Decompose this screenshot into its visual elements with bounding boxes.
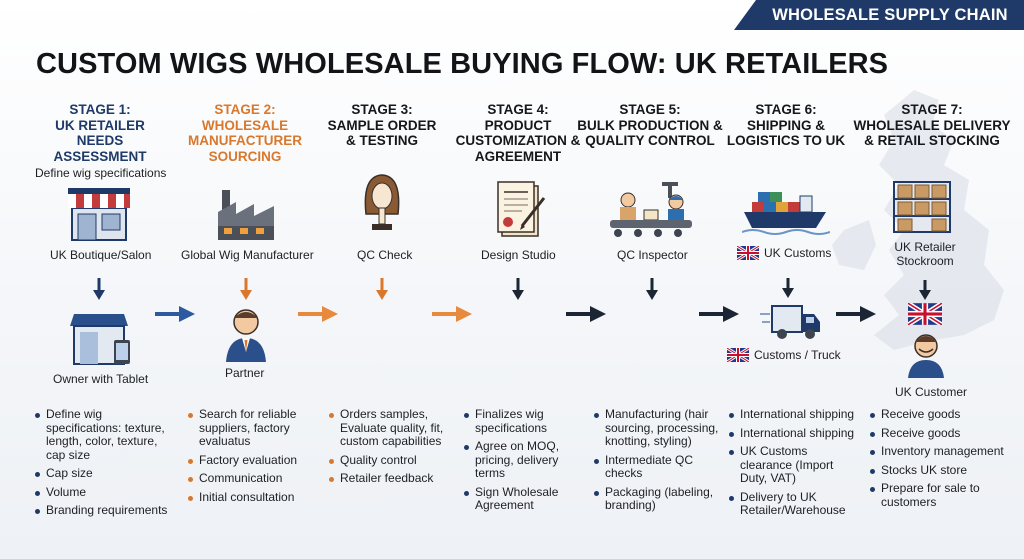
flow-arrow-2	[298, 306, 338, 322]
stage-2-name: WHOLESALE MANUFACTURER SOURCING	[188, 117, 302, 164]
stage-5-number: STAGE 5:	[619, 102, 681, 117]
stage-1-bullets: Define wig specifications: texture, leng…	[35, 407, 173, 523]
list-item: Receive goods	[870, 407, 1010, 422]
list-item: Quality control	[329, 453, 449, 468]
stage-3-label-1: QC Check	[357, 248, 413, 262]
stage-1-down-arrow	[93, 278, 105, 300]
list-item: Branding requirements	[35, 503, 173, 518]
stage-3-bullets: Orders samples, Evaluate quality, fit, c…	[329, 407, 449, 491]
cargo-ship-icon	[742, 192, 830, 235]
stage-3-header: STAGE 3: SAMPLE ORDER & TESTING	[307, 102, 457, 149]
stage-3-number: STAGE 3:	[351, 102, 413, 117]
list-item: Factory evaluation	[188, 453, 306, 468]
stage-7-number: STAGE 7:	[901, 102, 963, 117]
list-item: Retailer feedback	[329, 471, 449, 486]
flow-arrow-6	[836, 306, 876, 322]
stage-7-header: STAGE 7: WHOLESALE DELIVERY & RETAIL STO…	[852, 102, 1012, 149]
stage-6-customs: UK Customs	[737, 246, 831, 260]
list-item: Volume	[35, 485, 173, 500]
flow-arrow-4	[566, 306, 606, 322]
list-item: Finalizes wig specifications	[464, 407, 574, 435]
boutique-shop-icon	[68, 188, 130, 241]
list-item: Communication	[188, 471, 306, 486]
list-item: UK Customs clearance (Import Duty, VAT)	[729, 444, 861, 486]
factory-icon	[218, 190, 274, 240]
partner-person-icon	[226, 309, 266, 362]
stage-4-bullets: Finalizes wig specifications Agree on MO…	[464, 407, 574, 518]
stage-4-name: PRODUCT CUSTOMIZATION & AGREEMENT	[455, 117, 581, 164]
wig-mannequin-icon	[364, 174, 400, 230]
flow-arrow-3	[432, 306, 472, 322]
list-item: Orders samples, Evaluate quality, fit, c…	[329, 407, 449, 449]
stage-6-down-arrow	[782, 278, 794, 298]
stage-4-number: STAGE 4:	[487, 102, 549, 117]
list-item: Define wig specifications: texture, leng…	[35, 407, 173, 462]
uk-flag-icon	[737, 246, 759, 260]
stage-6-customs-truck: Customs / Truck	[727, 348, 841, 362]
list-item: International shipping	[729, 407, 861, 422]
uk-flag-large-icon	[908, 303, 942, 325]
list-item: Receive goods	[870, 426, 1010, 441]
stage-5-header: STAGE 5: BULK PRODUCTION & QUALITY CONTR…	[575, 102, 725, 149]
stage-5-name: BULK PRODUCTION & QUALITY CONTROL	[577, 117, 723, 149]
stage-1-number: STAGE 1:	[69, 102, 131, 117]
list-item: Packaging (labeling, branding)	[594, 485, 719, 513]
stage-5-bullets: Manufacturing (hair sourcing, processing…	[594, 407, 719, 518]
stage-5-label-1: QC Inspector	[617, 248, 688, 262]
list-item: Initial consultation	[188, 490, 306, 505]
list-item: Delivery to UK Retailer/Warehouse	[729, 490, 861, 518]
stage-7-down-arrow	[919, 280, 931, 300]
stockroom-boxes-icon	[893, 181, 951, 233]
stage-2-down-arrow	[240, 278, 252, 300]
list-item: International shipping	[729, 426, 861, 441]
stage-1-name: UK RETAILER NEEDS ASSESSMENT	[53, 117, 147, 164]
stage-2-label-2: Partner	[225, 366, 265, 380]
stage-6-label-2: Customs / Truck	[754, 348, 841, 362]
stage-2-label-1: Global Wig Manufacturer	[181, 248, 314, 262]
contract-document-icon	[497, 181, 546, 237]
stage-3-name: SAMPLE ORDER & TESTING	[327, 117, 437, 149]
page-title: CUSTOM WIGS WHOLESALE BUYING FLOW: UK RE…	[36, 48, 889, 80]
list-item: Intermediate QC checks	[594, 453, 719, 481]
stage-1-label-1: UK Boutique/Salon	[50, 248, 152, 262]
list-item: Prepare for sale to customers	[870, 481, 1010, 509]
stage-6-number: STAGE 6:	[755, 102, 817, 117]
header-banner: WHOLESALE SUPPLY CHAIN	[734, 0, 1024, 30]
list-item: Agree on MOQ, pricing, delivery terms	[464, 439, 574, 481]
stage-6-bullets: International shipping International shi…	[729, 407, 861, 523]
list-item: Manufacturing (hair sourcing, processing…	[594, 407, 719, 449]
stage-2-number: STAGE 2:	[214, 102, 276, 117]
list-item: Search for reliable suppliers, factory e…	[188, 407, 306, 449]
flow-arrow-1	[155, 306, 195, 322]
stage-3-down-arrow	[376, 278, 388, 300]
stage-2-header: STAGE 2: WHOLESALE MANUFACTURER SOURCING	[170, 102, 320, 164]
stage-1-header: STAGE 1: UK RETAILER NEEDS ASSESSMENT	[25, 102, 175, 164]
stage-5-down-arrow	[646, 278, 658, 300]
stage-7-label-2: UK Customer	[895, 385, 968, 399]
stage-7-bullets: Receive goods Receive goods Inventory ma…	[870, 407, 1010, 514]
flow-arrow-5	[699, 306, 739, 322]
owner-tablet-shop-icon	[70, 314, 130, 365]
list-item: Inventory management	[870, 444, 1010, 459]
stage-4-down-arrow	[512, 278, 524, 300]
list-item: Sign Wholesale Agreement	[464, 485, 574, 513]
list-item: Stocks UK store	[870, 463, 1010, 478]
customer-person-icon	[908, 334, 944, 378]
list-item: Cap size	[35, 466, 173, 481]
production-line-icon	[610, 182, 692, 237]
delivery-truck-icon	[760, 305, 820, 339]
stage-2-bullets: Search for reliable suppliers, factory e…	[188, 407, 306, 509]
stage-1-top-note: Define wig specifications	[35, 166, 167, 180]
stage-4-header: STAGE 4: PRODUCT CUSTOMIZATION & AGREEME…	[443, 102, 593, 164]
stage-1-label-2: Owner with Tablet	[53, 372, 149, 386]
stage-6-header: STAGE 6: SHIPPING & LOGISTICS TO UK	[711, 102, 861, 149]
stage-6-label-1: UK Customs	[764, 246, 832, 260]
uk-flag-icon	[727, 348, 749, 362]
stage-6-name: SHIPPING & LOGISTICS TO UK	[726, 117, 846, 149]
stage-7-label-1: UK Retailer Stockroom	[894, 240, 956, 268]
stage-7-name: WHOLESALE DELIVERY & RETAIL STOCKING	[853, 117, 1011, 149]
stage-4-label-1: Design Studio	[481, 248, 556, 262]
